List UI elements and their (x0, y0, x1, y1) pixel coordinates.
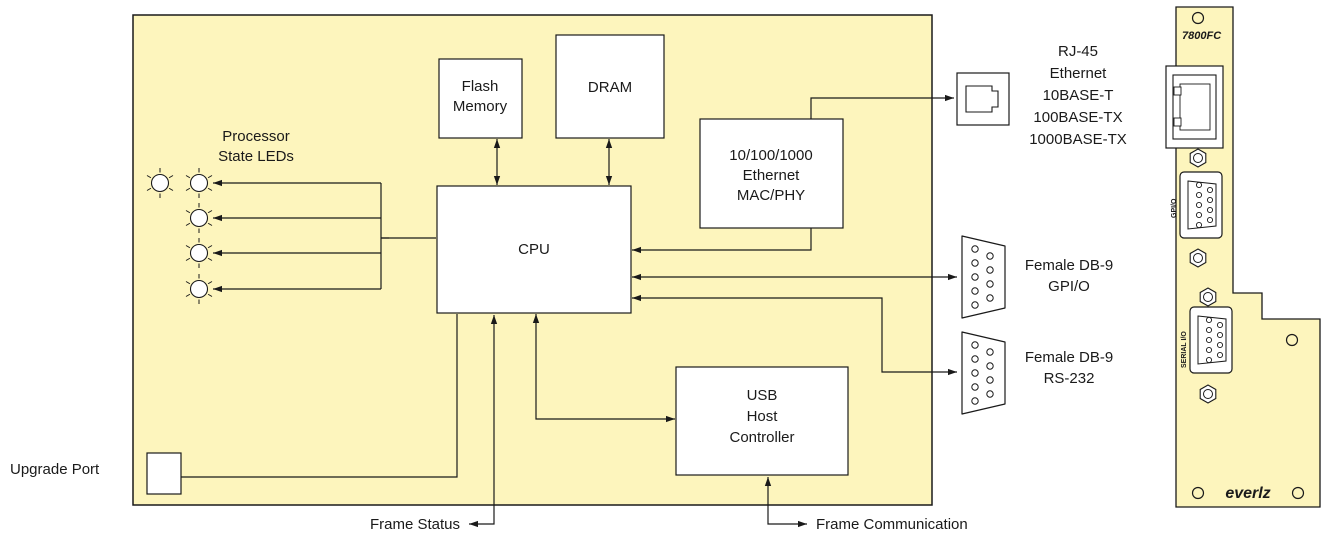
front-panel: 7800FC GPI/O SERIAL I/O everlz (1165, 6, 1321, 508)
cpu-usb-link (532, 314, 675, 423)
rj45-label-1: RJ-45 (1058, 43, 1098, 60)
upgrade-port-label: Upgrade Port (10, 461, 100, 478)
ethernet-label-3: MAC/PHY (737, 187, 805, 204)
ethernet-label-1: 10/100/1000 (729, 147, 812, 164)
panel-gpio-label: GPI/O (1171, 198, 1178, 218)
flash-memory-block: Flash Memory (438, 58, 523, 139)
ethernet-rj45-link (810, 94, 954, 119)
dram-label: DRAM (588, 79, 632, 96)
cpu-block: CPU (436, 185, 632, 314)
led-icon (185, 203, 213, 233)
usb-label-2: Host (747, 408, 779, 425)
ethernet-label-2: Ethernet (743, 167, 801, 184)
rj45-label-3: 10BASE-T (1043, 87, 1114, 104)
panel-serial-connector (1189, 306, 1233, 374)
leds-label-1: Processor (222, 128, 290, 145)
processor-state-leds (146, 168, 213, 304)
hex-standoff-icon (1189, 248, 1207, 268)
frame-status-link (469, 315, 498, 528)
flash-label-1: Flash (462, 78, 499, 95)
panel-serial-label: SERIAL I/O (1181, 331, 1188, 368)
db9-connector-icon (961, 235, 1006, 319)
frame-communication-link (764, 477, 807, 528)
hex-standoff-icons (1189, 148, 1217, 404)
db9-rs232-label-2: RS-232 (1044, 370, 1095, 387)
panel-brand-logo: everlz (1225, 485, 1270, 502)
panel-mount-hole-top (1191, 11, 1205, 25)
hex-standoff-icon (1199, 287, 1217, 307)
rj45-jack-icon (956, 72, 1010, 126)
panel-rj45-icon (1165, 65, 1224, 149)
ethernet-cpu-link (632, 228, 812, 254)
usb-label-3: Controller (729, 429, 794, 446)
panel-mount-hole-bottom-left (1191, 486, 1205, 500)
led-icon (185, 274, 213, 304)
panel-model-label: 7800FC (1182, 30, 1222, 42)
led-icon (185, 168, 213, 198)
cpu-rs232-link (632, 294, 957, 376)
rj45-label-5: 1000BASE-TX (1029, 131, 1127, 148)
usb-host-controller-block: USB Host Controller (675, 366, 849, 476)
db9-connector-icon (961, 331, 1006, 415)
hex-standoff-icon (1199, 384, 1217, 404)
panel-gpio-connector (1179, 171, 1223, 239)
usb-label-1: USB (747, 387, 778, 404)
frame-status-label: Frame Status (370, 516, 460, 533)
ethernet-mac-phy-block: 10/100/1000 Ethernet MAC/PHY (699, 118, 844, 229)
rj45-label-2: Ethernet (1050, 65, 1108, 82)
led-icon (146, 168, 174, 198)
db9-gpio-label-2: GPI/O (1048, 278, 1090, 295)
upgrade-port-connector (146, 452, 182, 495)
panel-mount-hole-bottom-right (1291, 486, 1305, 500)
rj45-label-4: 100BASE-TX (1033, 109, 1122, 126)
leds-label-2: State LEDs (218, 148, 294, 165)
db9-rs232-label-1: Female DB-9 (1025, 349, 1113, 366)
flash-label-2: Memory (453, 98, 508, 115)
panel-mount-hole-right (1285, 333, 1299, 347)
db9-gpio-label-1: Female DB-9 (1025, 257, 1113, 274)
frame-communication-label: Frame Communication (816, 516, 968, 533)
cpu-label: CPU (518, 241, 550, 258)
hex-standoff-icon (1189, 148, 1207, 168)
led-icon (185, 238, 213, 268)
dram-block: DRAM (555, 34, 665, 139)
upgrade-port-link (181, 314, 458, 478)
